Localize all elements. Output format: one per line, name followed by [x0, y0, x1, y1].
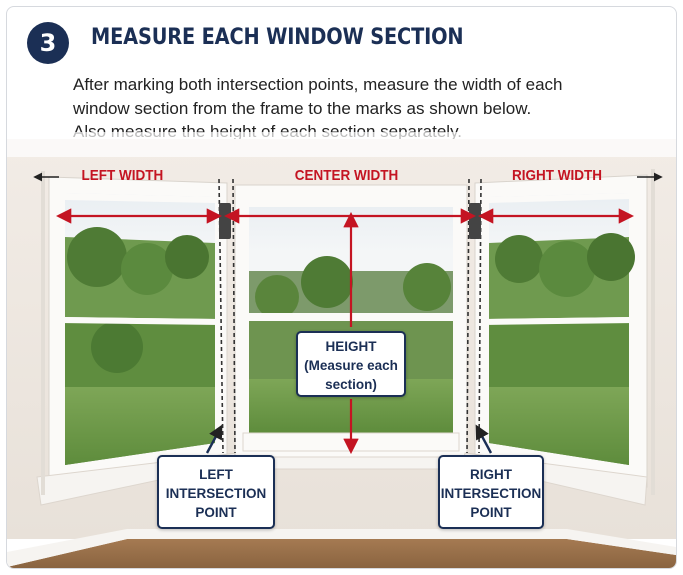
left-intersection-callout: LEFT INTERSECTION POINT — [157, 455, 275, 529]
callout-line: HEIGHT — [325, 339, 377, 354]
step-number-badge: 3 — [27, 22, 69, 64]
ceiling-fade — [7, 132, 676, 157]
callout-line: section) — [325, 377, 377, 392]
pointer-arrow-icon — [205, 424, 223, 454]
callout-line: LEFT — [199, 467, 233, 482]
height-callout: HEIGHT (Measure each section) — [296, 331, 406, 397]
callout-line: POINT — [470, 505, 512, 520]
left-width-label: LEFT WIDTH — [81, 167, 164, 184]
callout-line: INTERSECTION — [440, 486, 542, 501]
instruction-card: 3 MEASURE EACH WINDOW SECTION After mark… — [6, 6, 677, 569]
baseboard — [7, 529, 676, 567]
right-width-label: RIGHT WIDTH — [511, 167, 602, 184]
right-intersection-callout: RIGHT INTERSECTION POINT — [438, 455, 544, 529]
callout-line: POINT — [195, 505, 237, 520]
floor — [7, 539, 676, 568]
instruction-line: window section from the frame to the mar… — [73, 98, 532, 118]
left-window — [36, 176, 240, 506]
callout-line: INTERSECTION — [165, 486, 267, 501]
center-width-label: CENTER WIDTH — [294, 167, 399, 184]
instruction-line: After marking both intersection points, … — [73, 75, 563, 94]
callout-line: (Measure each — [304, 358, 398, 373]
callout-line: RIGHT — [470, 467, 512, 482]
page-title: MEASURE EACH WINDOW SECTION — [91, 25, 464, 50]
bay-window-illustration — [7, 132, 676, 568]
pointer-arrow-icon — [475, 424, 493, 454]
